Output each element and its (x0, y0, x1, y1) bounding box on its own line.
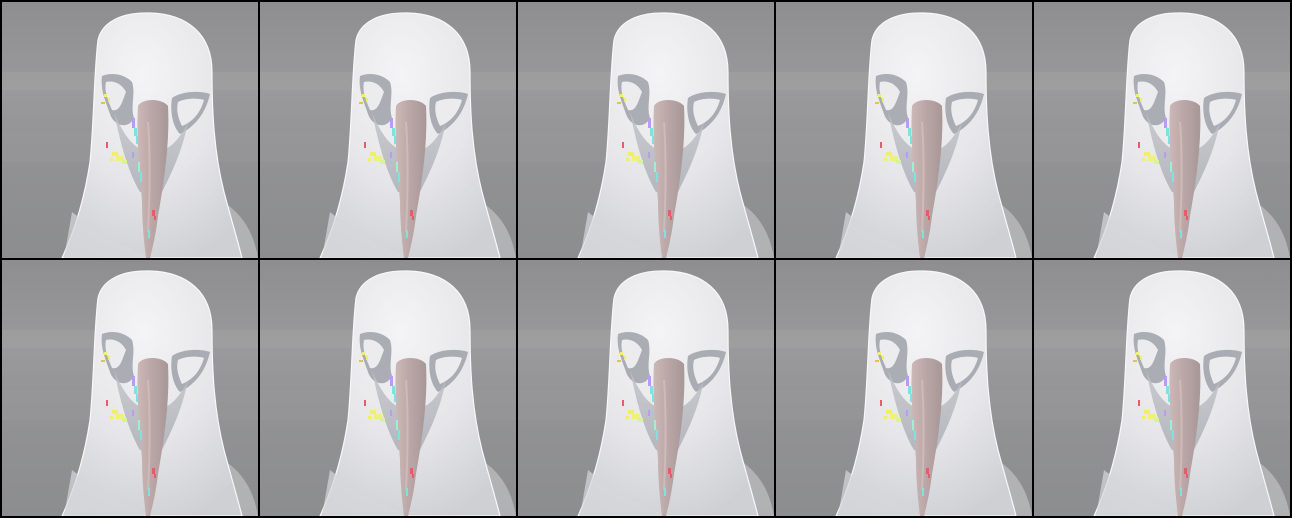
bird-head-image (260, 260, 516, 516)
bird-head-image (2, 260, 258, 516)
bird-tile-r1-c4 (776, 2, 1032, 258)
bird-head-image (260, 2, 516, 258)
bird-tile-r1-c3 (518, 2, 774, 258)
bird-head-image (776, 2, 1032, 258)
bird-tile-r2-c1 (2, 260, 258, 516)
bird-head-image (518, 2, 774, 258)
bird-tile-r2-c3 (518, 260, 774, 516)
bird-head-image (1034, 260, 1290, 516)
bird-head-image (2, 2, 258, 258)
bird-head-image (518, 260, 774, 516)
bird-tile-r2-c2 (260, 260, 516, 516)
bird-head-image (1034, 2, 1290, 258)
bird-tile-r1-c2 (260, 2, 516, 258)
bird-tile-r1-c5 (1034, 2, 1290, 258)
bird-tile-r2-c4 (776, 260, 1032, 516)
bird-head-image (776, 260, 1032, 516)
bird-tile-r1-c1 (2, 2, 258, 258)
bird-tile-r2-c5 (1034, 260, 1290, 516)
